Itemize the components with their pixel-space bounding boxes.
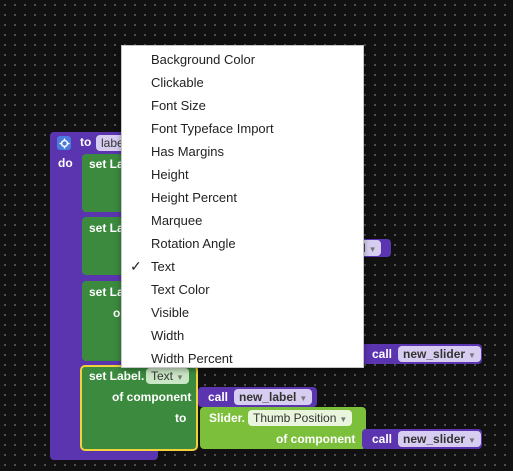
- menu-item-text[interactable]: ✓ Text: [122, 255, 363, 278]
- set-label-text-2: set La: [89, 221, 124, 235]
- menu-item-label: Text: [151, 259, 175, 274]
- menu-item-clickable[interactable]: Clickable: [122, 71, 363, 94]
- menu-item-label: Has Margins: [151, 144, 224, 159]
- menu-item-text-color[interactable]: Text Color: [122, 278, 363, 301]
- of-component-label: of component: [112, 390, 192, 404]
- property-dropdown[interactable]: Text▼: [146, 368, 189, 384]
- call-label: call: [372, 432, 393, 446]
- menu-item-label: Height: [151, 167, 189, 182]
- menu-item-has-margins[interactable]: Has Margins: [122, 140, 363, 163]
- hidden-component-value[interactable]: l▼: [359, 240, 381, 256]
- chevron-down-icon: ▼: [176, 373, 184, 382]
- menu-item-visible[interactable]: Visible: [122, 301, 363, 324]
- procedure-do-label: do: [58, 156, 73, 170]
- component-field[interactable]: new_slider▼: [398, 431, 481, 447]
- set-label-text-3: set La: [89, 285, 124, 299]
- menu-item-label: Width: [151, 328, 185, 343]
- menu-item-label: Font Size: [151, 98, 206, 113]
- menu-item-label: Marquee: [151, 213, 203, 228]
- menu-item-label: Rotation Angle: [151, 236, 236, 251]
- gear-icon[interactable]: [57, 136, 71, 150]
- menu-item-label: Visible: [151, 305, 190, 320]
- menu-item-label: Clickable: [151, 75, 204, 90]
- hidden-component-field[interactable]: l▼: [359, 239, 391, 257]
- chevron-down-icon: ▼: [339, 415, 348, 424]
- menu-item-background-color[interactable]: Background Color: [122, 48, 363, 71]
- of-component-partial: o: [113, 306, 121, 320]
- set-label-text-1: set La: [89, 157, 124, 171]
- menu-item-label: Font Typeface Import: [151, 121, 274, 136]
- menu-item-font-size[interactable]: Font Size: [122, 94, 363, 117]
- menu-item-marquee[interactable]: Marquee: [122, 209, 363, 232]
- slider-property-dropdown[interactable]: Thumb Position▼: [248, 410, 353, 426]
- menu-item-rotation-angle[interactable]: Rotation Angle: [122, 232, 363, 255]
- chevron-down-icon: ▼: [299, 394, 308, 403]
- menu-item-width[interactable]: Width: [122, 324, 363, 347]
- procedure-to-label: to: [80, 135, 92, 149]
- call-new-label-block[interactable]: call new_label▼: [198, 387, 317, 407]
- set-label-text-selected: set Label.: [89, 369, 145, 383]
- menu-item-label: Text Color: [151, 282, 210, 297]
- chevron-down-icon: ▼: [468, 351, 476, 360]
- call-new-slider-block-2[interactable]: call new_slider▼: [362, 429, 482, 449]
- menu-item-label: Height Percent: [151, 190, 237, 205]
- menu-item-label: Width Percent: [151, 351, 233, 366]
- slider-prefix: Slider.: [209, 411, 246, 425]
- call-label: call: [372, 347, 393, 361]
- menu-item-font-typeface-import[interactable]: Font Typeface Import: [122, 117, 363, 140]
- call-label: call: [208, 390, 229, 404]
- to-label: to: [175, 411, 187, 425]
- component-field[interactable]: new_slider▼: [398, 346, 481, 362]
- component-field[interactable]: new_label▼: [234, 389, 313, 405]
- menu-item-label: Background Color: [151, 52, 256, 67]
- slider-of-component-label: of component: [276, 432, 356, 446]
- menu-item-width-percent[interactable]: Width Percent: [122, 347, 363, 370]
- chevron-down-icon: ▼: [468, 436, 476, 445]
- menu-item-height-percent[interactable]: Height Percent: [122, 186, 363, 209]
- checkmark-icon: ✓: [130, 258, 142, 274]
- menu-item-height[interactable]: Height: [122, 163, 363, 186]
- call-new-slider-block-1[interactable]: call new_slider▼: [362, 344, 482, 364]
- chevron-down-icon: ▼: [368, 245, 377, 254]
